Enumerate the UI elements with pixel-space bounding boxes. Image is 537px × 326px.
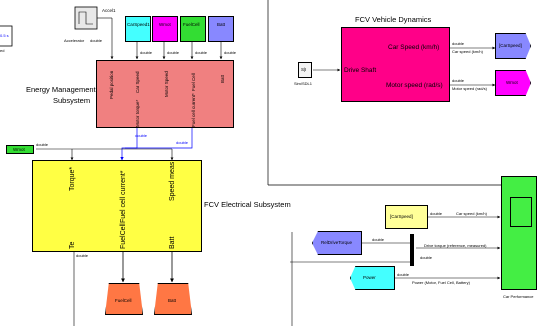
carspeed-scope-label: Car speed (km/h) (456, 211, 487, 216)
power-type: double (397, 272, 410, 277)
vehicle-dynamics-block[interactable]: Drive Shaft Car Speed (km/h) Motor speed… (341, 27, 450, 102)
port-car-speed: Car Speed (135, 71, 140, 93)
blue-sig-type: double (176, 140, 189, 145)
port-batt-out: Batt (169, 236, 176, 249)
car-performance-scope-block[interactable] (501, 176, 537, 290)
converter-label: Sim/SDL1 (294, 81, 313, 86)
port-te: Te (69, 241, 76, 249)
car-speed-sig-type: double (452, 41, 465, 46)
car-speed-sig-label: Car speed (km/h) (452, 49, 483, 54)
from-carspeed-block[interactable]: CarSpeed1 (125, 16, 151, 42)
sim-sdl-converter-block[interactable]: S|I (298, 62, 312, 78)
power-label: Power (Motor, Fuel Cell, Battery) (412, 280, 471, 285)
accel-tag: Accel1 (102, 8, 116, 13)
motor-speed-sig-label: Motor speed (rad/s) (452, 86, 487, 91)
scope-screen (510, 197, 532, 227)
mux-type: double (420, 255, 433, 260)
electrical-subsystem-title: FCV Electrical Subsystem (204, 200, 291, 209)
port-fuel-cell-current-in: Fuel cell current* (120, 170, 127, 223)
sig-type-label: double (224, 50, 237, 55)
sig-type-label: double (195, 50, 208, 55)
wmot-input-type: double (36, 142, 49, 147)
port-pedal-position: Pedal position (109, 70, 114, 99)
energy-management-subsystem-block[interactable]: Pedal position Car Speed Motor Speed Fue… (96, 60, 234, 128)
reldrive-type: double (372, 237, 385, 242)
port-fuelcell-out: FuelCell (120, 223, 127, 249)
port-motor-torque: Motor torque* (135, 99, 140, 127)
partial-block-value: 0.5 s (0, 33, 9, 38)
accelerator-type: double (90, 38, 103, 43)
blue-sig-type: double (135, 133, 148, 138)
partial-block-label: ed (0, 48, 5, 53)
goto-batt-block[interactable]: Batt (154, 283, 192, 315)
port-torque: Torque* (69, 166, 76, 191)
sig-type-label: double (167, 50, 180, 55)
goto-fuelcell-block[interactable]: FuelCell (105, 283, 143, 315)
electrical-subsystem-block[interactable]: Torque* Fuel cell current* Speed meas Te… (32, 160, 202, 252)
motor-speed-sig-type: double (452, 78, 465, 83)
sig-type-label: double (140, 50, 153, 55)
accelerator-label: Accelerator (64, 38, 85, 43)
energy-management-title-2: Subsystem (53, 96, 91, 105)
carspeed-scope-type: double (430, 211, 443, 216)
goto-carspeed-block[interactable]: [CarSpeed] (495, 33, 531, 59)
te-out-type: double (76, 253, 89, 258)
car-performance-label: Car Performance (503, 294, 534, 299)
from-wmot-input-block[interactable]: Wmot (6, 145, 34, 154)
port-speed-meas: Speed meas (169, 161, 176, 201)
from-fuelcell-block[interactable]: FuelCell (180, 16, 206, 42)
from-power-block[interactable]: Power (350, 266, 395, 290)
port-fuel-cell-current: Fuel cell current* (191, 93, 196, 127)
from-batt-block[interactable]: Batt (208, 16, 234, 42)
port-batt: Batt (220, 74, 225, 83)
drive-torque-label: Drive torque (reference, measured) (424, 243, 487, 248)
energy-management-title-1: Energy Management (26, 85, 96, 94)
from-wmot-block[interactable]: Wmot (152, 16, 178, 42)
goto-wmot-block[interactable]: Wmot (495, 70, 531, 96)
port-motor-speed: Motor Speed (164, 71, 169, 97)
from-reldrive-block[interactable]: RelDriveTorque (312, 231, 362, 255)
vehicle-dynamics-title: FCV Vehicle Dynamics (355, 15, 432, 24)
port-fuel-cell: Fuel Cell (191, 73, 196, 91)
from-carspeed-scope-block[interactable]: [CarSpeed] (385, 205, 428, 229)
